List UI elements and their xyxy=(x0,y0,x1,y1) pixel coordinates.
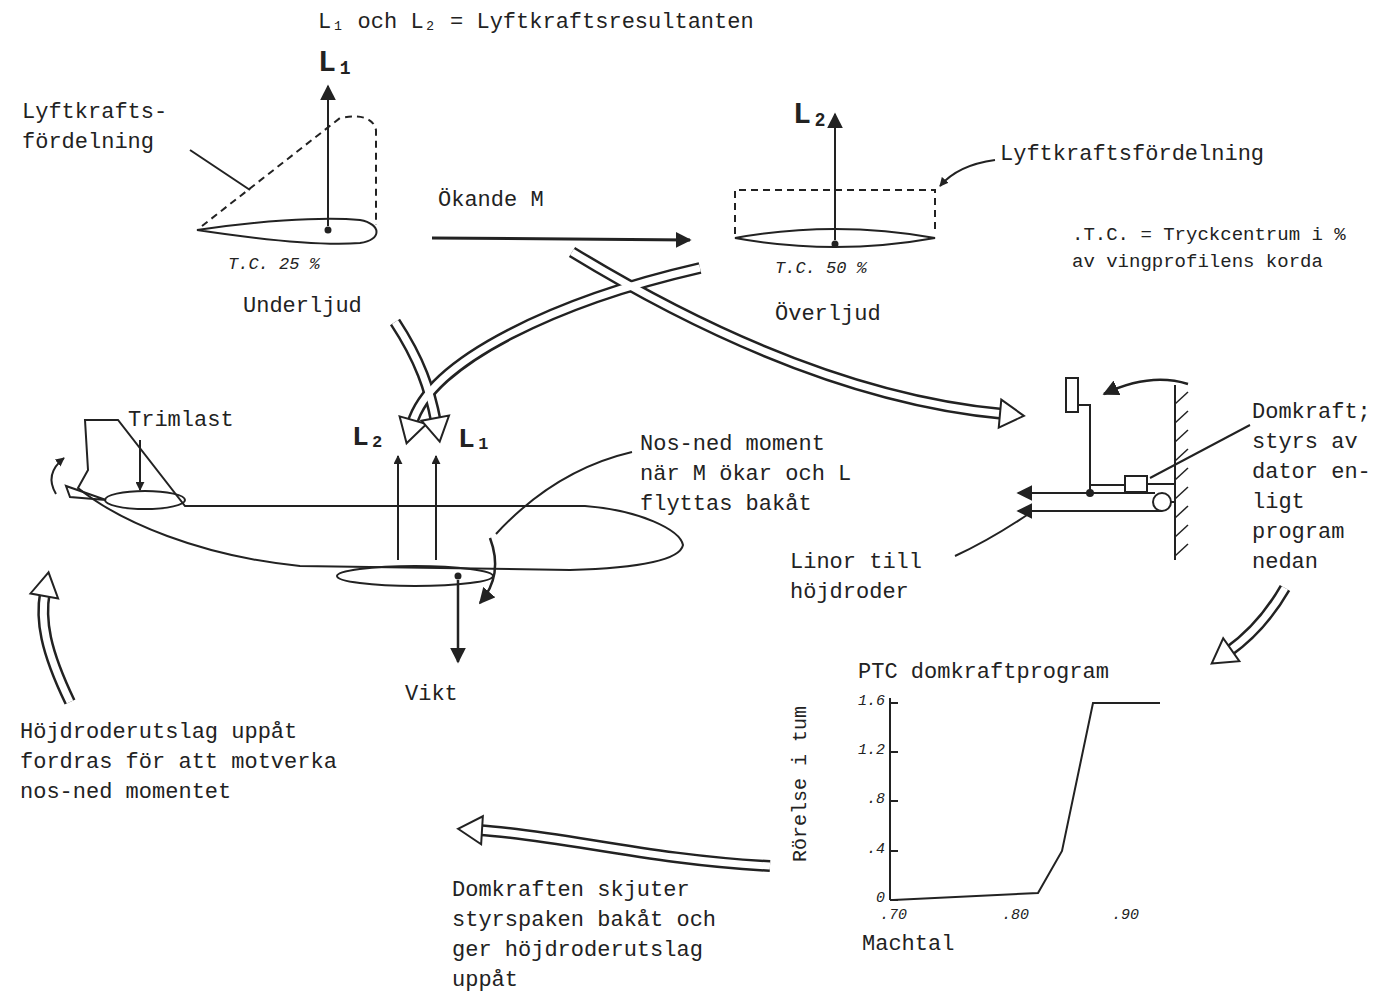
regime-label: Överljud xyxy=(775,300,881,330)
note: Höjdroderutslag uppåt fordras för att mo… xyxy=(20,718,355,808)
leader xyxy=(496,452,632,534)
hollow-arrow xyxy=(572,252,1004,414)
force-label: L₁ xyxy=(318,44,354,83)
tick-label: .4 xyxy=(843,840,885,860)
tick-label: 1.6 xyxy=(843,692,885,712)
tick-label: 1.2 xyxy=(843,741,885,761)
note: .T.C. = Tryckcentrum i % av vingprofilen… xyxy=(1072,222,1372,276)
arrow-label: Ökande M xyxy=(438,186,544,216)
cable xyxy=(1018,510,1162,512)
lift-arrow xyxy=(435,456,437,560)
hollow-arrow xyxy=(478,830,770,866)
hollow-arrow xyxy=(43,592,70,702)
wing xyxy=(337,566,493,586)
moment-arrow xyxy=(480,538,495,603)
tick-label: .90 xyxy=(1112,906,1139,926)
hollow-arrow xyxy=(572,252,1004,414)
hollow-arrow xyxy=(412,268,700,424)
callout: Nos-ned moment när M ökar och L flyttas … xyxy=(640,430,865,520)
callout: Lyftkraftsfördelning xyxy=(1000,140,1264,170)
hollow-arrow xyxy=(395,322,436,422)
note: Domkraften skjuter styrspaken bakåt och … xyxy=(452,876,732,996)
callout: Domkraft; styrs av dator en- ligt progra… xyxy=(1252,398,1380,578)
hollow-arrow-head xyxy=(999,400,1025,430)
hollow-arrow-head xyxy=(422,415,454,444)
leader xyxy=(1150,425,1250,478)
hollow-arrow-head xyxy=(457,815,483,844)
wall xyxy=(1174,385,1176,560)
hollow-arrow xyxy=(1228,588,1285,652)
pressure-center: T.C. 50 % xyxy=(775,258,867,280)
title: L₁ och L₂ = Lyftkraftsresultanten xyxy=(318,8,754,38)
axis-title: Rörelse i tum xyxy=(788,706,814,862)
leader xyxy=(955,513,1030,556)
hollow-arrow-head xyxy=(31,570,63,599)
hollow-arrow xyxy=(478,830,770,866)
pointer-arrow xyxy=(1104,380,1188,394)
callout: Linor till höjdroder xyxy=(790,548,965,608)
y-axis xyxy=(889,698,891,900)
lift-distribution xyxy=(202,117,376,227)
elevator xyxy=(66,486,106,500)
callout: Trimlast xyxy=(128,406,234,436)
control-column xyxy=(1078,405,1090,493)
stabilizer xyxy=(105,491,185,509)
hollow-arrow-head xyxy=(1204,638,1240,675)
y-ticks xyxy=(890,703,898,900)
airplane-fuselage xyxy=(78,420,683,570)
leader xyxy=(940,160,995,186)
tick-label: 0 xyxy=(843,889,885,909)
axis-title: Machtal xyxy=(862,930,954,960)
lift-arrow xyxy=(397,456,399,560)
tick-label: .80 xyxy=(1002,906,1029,926)
mach-arrow xyxy=(432,238,690,240)
trim-arrow xyxy=(139,440,141,490)
chart-title: PTC domkraftprogram xyxy=(858,658,1109,688)
callout: Lyftkrafts- fördelning xyxy=(22,98,197,158)
tick-label: .8 xyxy=(843,790,885,810)
regime-label: Underljud xyxy=(243,292,362,322)
pulley xyxy=(1153,493,1171,511)
wall-hatch xyxy=(1175,392,1188,556)
tick-label: .70 xyxy=(880,906,907,926)
hollow-arrow xyxy=(412,268,700,424)
hollow-arrow xyxy=(1228,588,1285,652)
jack xyxy=(1125,476,1147,492)
force-label: L₂ xyxy=(793,96,829,135)
control-handle xyxy=(1066,378,1078,412)
force-label: L₁ xyxy=(458,422,492,458)
weight-arrow xyxy=(457,580,460,662)
elevator-arrow xyxy=(52,458,65,494)
force-label: L₂ xyxy=(352,420,386,456)
callout: Vikt xyxy=(405,680,458,710)
leader xyxy=(190,150,250,190)
lift-arrow xyxy=(834,114,836,240)
pressure-center: T.C. 25 % xyxy=(228,254,320,276)
lift-arrow xyxy=(327,86,329,226)
airfoil-subsonic xyxy=(197,219,377,244)
hollow-arrow xyxy=(43,592,70,702)
ptc-curve xyxy=(893,703,1160,900)
